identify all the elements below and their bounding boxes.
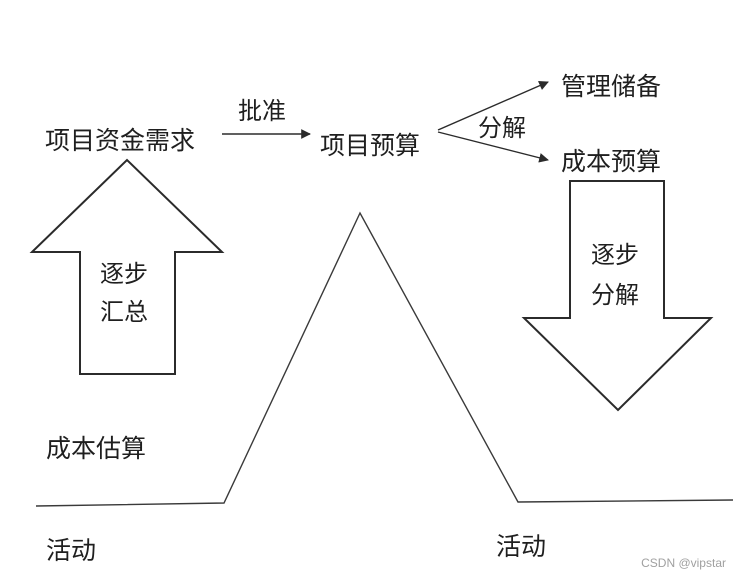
up-arrow-text-line2: 汇总 bbox=[100, 298, 148, 326]
activity-left-label: 活动 bbox=[46, 536, 97, 565]
watermark: CSDN @vipstar bbox=[641, 556, 726, 570]
arrow-to-cost-budget bbox=[437, 131, 549, 163]
cost-estimate-label: 成本估算 bbox=[46, 434, 147, 463]
cost-budget-label: 成本预算 bbox=[561, 147, 662, 176]
project-budget-label: 项目预算 bbox=[320, 131, 421, 160]
cost-profile-line bbox=[35, 211, 734, 507]
management-reserve-label: 管理储备 bbox=[561, 72, 662, 101]
decompose-down-arrow bbox=[521, 180, 714, 412]
down-arrow-text-line2: 分解 bbox=[591, 281, 639, 309]
up-arrow-text-line1: 逐步 bbox=[100, 260, 148, 288]
down-arrow-text-line1: 逐步 bbox=[591, 241, 639, 269]
approve-label: 批准 bbox=[238, 97, 286, 125]
arrow-to-management-reserve bbox=[437, 81, 549, 131]
project-funding-requirement-label: 项目资金需求 bbox=[45, 126, 196, 155]
activity-right-label: 活动 bbox=[496, 532, 547, 561]
aggregate-up-arrow bbox=[29, 158, 225, 375]
decompose-label: 分解 bbox=[478, 114, 526, 142]
